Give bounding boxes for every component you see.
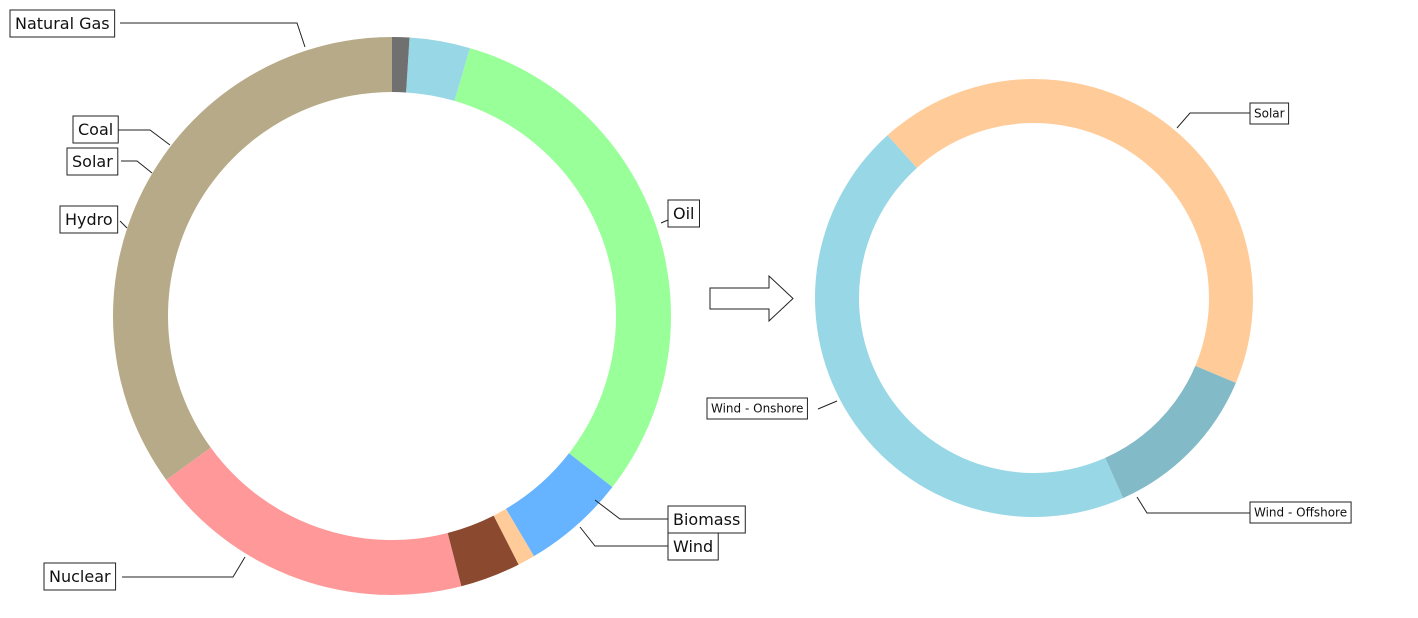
slice-label-hydro: Hydro xyxy=(65,210,113,229)
label-box-solar xyxy=(1249,102,1290,125)
slice-label-oil: Oil xyxy=(673,204,694,223)
label-hydro: Hydro xyxy=(59,205,119,234)
label-oil: Oil xyxy=(667,199,700,228)
slice-wind xyxy=(406,37,470,101)
leader-line-coal xyxy=(117,129,171,146)
slice-label-solar: Solar xyxy=(72,152,113,171)
label-box-wind-offshore xyxy=(1249,501,1352,524)
leader-line-wind-offshore xyxy=(1136,496,1250,514)
label-solar: Solar xyxy=(1249,102,1290,125)
slice-label-coal: Coal xyxy=(78,120,113,139)
leader-line-wind-onshore xyxy=(817,400,838,410)
label-box-hydro xyxy=(59,205,119,234)
label-coal: Coal xyxy=(72,115,119,144)
label-box-wind xyxy=(667,532,719,561)
leader-line-hydro xyxy=(119,220,128,229)
slice-wind-onshore xyxy=(815,135,1124,517)
right-arrow-icon xyxy=(709,274,794,323)
leader-line-biomass xyxy=(594,499,668,520)
slice-natural-gas xyxy=(166,447,462,595)
label-natural-gas: Natural Gas xyxy=(9,9,116,38)
slice-hydro xyxy=(506,453,613,557)
leader-line-wind xyxy=(579,526,668,547)
leader-line-solar xyxy=(121,160,153,174)
slice-label-biomass: Biomass xyxy=(673,510,740,529)
slice-label-wind-offshore: Wind - Offshore xyxy=(1254,506,1347,520)
label-box-oil xyxy=(667,199,700,228)
leader-line-natural-gas xyxy=(120,22,306,48)
label-box-nuclear xyxy=(43,562,117,591)
leader-line-oil xyxy=(660,219,669,224)
label-box-coal xyxy=(72,115,119,144)
label-wind-onshore: Wind - Onshore xyxy=(706,397,808,420)
slice-nuclear xyxy=(454,48,672,488)
slice-coal xyxy=(447,515,519,587)
label-box-solar xyxy=(66,147,119,176)
slice-biomass xyxy=(392,37,410,93)
label-box-natural-gas xyxy=(9,9,116,38)
slice-solar xyxy=(887,78,1253,383)
label-wind-offshore: Wind - Offshore xyxy=(1249,501,1352,524)
connector-arrow xyxy=(709,274,794,323)
label-box-biomass xyxy=(667,505,746,534)
slice-oil xyxy=(113,37,393,480)
slice-label-wind-onshore: Wind - Onshore xyxy=(711,402,803,416)
leader-line-nuclear xyxy=(122,556,246,578)
label-solar: Solar xyxy=(66,147,119,176)
label-box-wind-onshore xyxy=(706,397,808,420)
label-nuclear: Nuclear xyxy=(43,562,117,591)
slice-label-wind: Wind xyxy=(673,537,713,556)
leader-line-solar xyxy=(1176,112,1250,129)
label-biomass: Biomass xyxy=(667,505,746,534)
label-wind: Wind xyxy=(667,532,719,561)
slice-wind-offshore xyxy=(1105,365,1236,499)
slice-label-natural-gas: Natural Gas xyxy=(15,14,110,33)
slice-solar xyxy=(493,508,535,565)
slice-label-solar: Solar xyxy=(1254,107,1285,121)
slice-label-nuclear: Nuclear xyxy=(49,567,111,586)
